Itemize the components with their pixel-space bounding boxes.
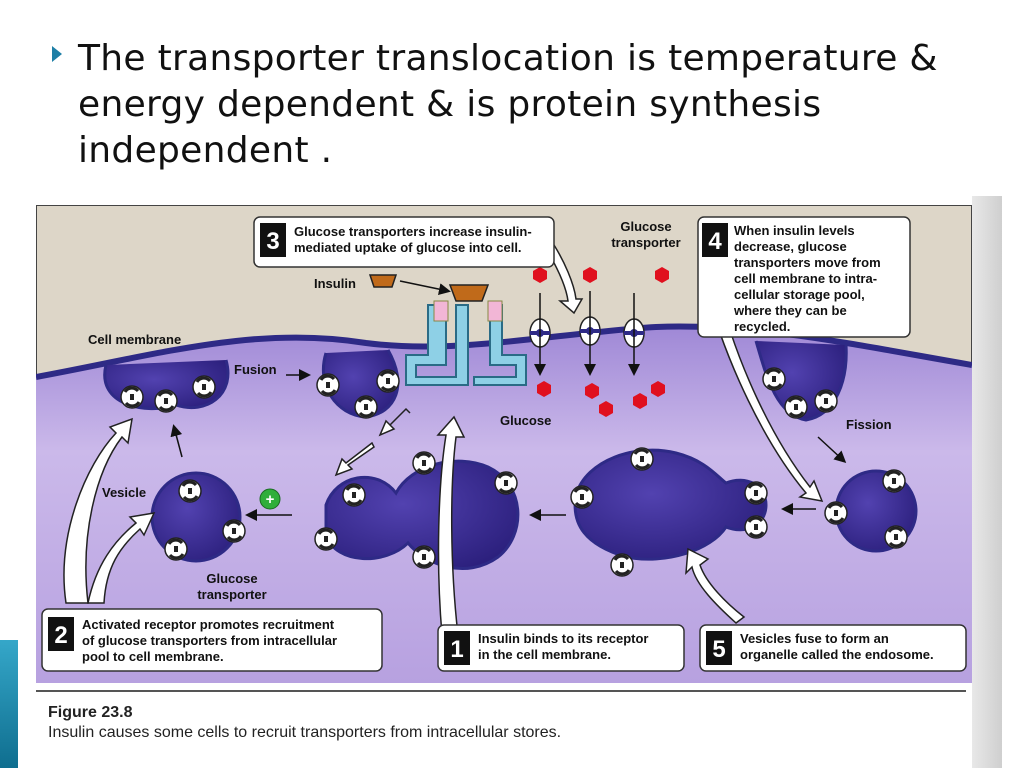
endosome-center <box>324 459 520 571</box>
bound-insulin-icon <box>448 284 490 302</box>
transporter-icon <box>743 480 769 506</box>
plus-icon <box>259 488 281 510</box>
transporter-icon <box>353 394 379 420</box>
callout-arrow-2b <box>87 512 156 604</box>
step-5-line2: organelle called the endosome. <box>740 647 934 662</box>
step-4-line4: cell membrane to intra- <box>734 271 877 286</box>
transporter-icon <box>153 388 179 414</box>
transporter-icon <box>493 470 519 496</box>
transporter-icon <box>191 374 217 400</box>
transporter-icon <box>881 468 907 494</box>
step-2-number: 2 <box>54 622 67 649</box>
transporter-icon <box>411 544 437 570</box>
callout-arrow-1 <box>436 415 466 636</box>
transporter-icon <box>743 514 769 540</box>
step-box-4: 4 When insulin levels decrease, glucose … <box>697 216 911 338</box>
step-1-line2: in the cell membrane. <box>478 647 611 662</box>
transporter-icon <box>221 518 247 544</box>
step-5-line1: Vesicles fuse to form an <box>740 631 889 646</box>
step-box-5: 5 Vesicles fuse to form an organelle cal… <box>699 624 967 672</box>
transporter-icon <box>761 366 787 392</box>
figure-number: Figure 23.8 <box>48 704 133 721</box>
step-4-line7: recycled. <box>734 319 790 334</box>
transporter-icon <box>813 388 839 414</box>
label-glucose: Glucose <box>500 413 551 428</box>
transporter-icon <box>375 368 401 394</box>
label-glucose-transporter-top-line2: transporter <box>611 235 680 250</box>
insulin-receptor <box>405 304 527 386</box>
step-3-line1: Glucose transporters increase insulin- <box>294 224 532 239</box>
transporter-icon <box>163 536 189 562</box>
label-cell-membrane: Cell membrane <box>88 332 181 347</box>
step-4-line2: decrease, glucose <box>734 239 847 254</box>
receptor-binding-site <box>433 300 503 322</box>
step-4-line3: transporters move from <box>734 255 881 270</box>
callout-arrow-3 <box>542 244 584 315</box>
step-box-1: 1 Insulin binds to its receptor in the c… <box>437 624 685 672</box>
transporter-icon <box>411 450 437 476</box>
callout-arrow-2a <box>63 417 133 604</box>
transporter-icon <box>609 552 635 578</box>
step-4-line1: When insulin levels <box>734 223 855 238</box>
figure-caption: Insulin causes some cells to recruit tra… <box>48 724 562 741</box>
step-box-3: 3 Glucose transporters increase insulin-… <box>253 216 555 268</box>
transporter-icon <box>823 500 849 526</box>
transporter-icon <box>315 372 341 398</box>
insulin-glucose-transporter-figure: + Cell membrane Fusion Fission Vesicle G… <box>35 204 973 684</box>
step-3-line2: mediated uptake of glucose into cell. <box>294 240 522 255</box>
label-glucose-transporter-top-line1: Glucose <box>620 219 671 234</box>
transporter-icon <box>313 526 339 552</box>
step-4-line6: where they can be <box>733 303 847 318</box>
step-1-number: 1 <box>450 636 463 663</box>
transporter-icon <box>119 384 145 410</box>
figure-svg: + Cell membrane Fusion Fission Vesicle G… <box>35 204 973 684</box>
glucose-molecules <box>533 267 669 417</box>
step-4-line5: cellular storage pool, <box>734 287 865 302</box>
transporter-icon <box>177 478 203 504</box>
callout-arrow-5 <box>685 547 746 624</box>
step-2-line1: Activated receptor promotes recruitment <box>82 617 335 632</box>
caption-rule <box>36 690 966 692</box>
transporter-icon <box>783 394 809 420</box>
label-glucose-transporter-left-line1: Glucose <box>206 571 257 586</box>
slide-accent-bar <box>0 640 18 768</box>
label-fission: Fission <box>846 417 892 432</box>
transporter-icon <box>569 484 595 510</box>
hollow-arrows <box>334 407 411 477</box>
step-5-number: 5 <box>712 636 725 663</box>
step-4-number: 4 <box>708 228 722 255</box>
label-glucose-transporter-left-line2: transporter <box>197 587 266 602</box>
transporter-icon <box>629 446 655 472</box>
step-box-2: 2 Activated receptor promotes recruitmen… <box>41 608 383 672</box>
insulin-icon <box>368 274 398 288</box>
step-2-line2: of glucose transporters from intracellul… <box>82 633 337 648</box>
label-insulin: Insulin <box>314 276 356 291</box>
label-fusion: Fusion <box>234 362 277 377</box>
step-3-number: 3 <box>266 228 279 255</box>
bullet-text: The transporter translocation is tempera… <box>78 38 938 171</box>
transporter-icon <box>883 524 909 550</box>
label-vesicle: Vesicle <box>102 485 146 500</box>
step-1-line1: Insulin binds to its receptor <box>478 631 648 646</box>
plus-label: + <box>266 491 275 508</box>
transporter-icon <box>341 482 367 508</box>
step-2-line3: pool to cell membrane. <box>82 649 224 664</box>
bullet-arrow-icon <box>52 46 62 62</box>
page-edge-shadow <box>972 196 1002 768</box>
